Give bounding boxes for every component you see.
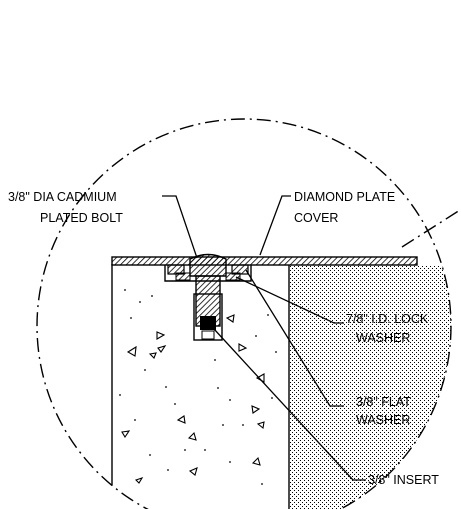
bolt-label-line1: 3/8" DIA CADMIUM [8,190,117,204]
bolt-leader [162,195,198,259]
lock-washer-leader [235,276,344,324]
lock-washer-label-line2: WASHER [356,331,410,345]
insert [193,293,223,341]
detail-circle-leader [401,209,461,248]
flat-washer-label-line2: WASHER [356,413,410,427]
lock-washer-label-line1: 7/8" I.D. LOCK [346,312,429,326]
plated-bolt [189,253,227,327]
cover-label-line1: DIAMOND PLATE [294,190,395,204]
concrete-slab [111,264,277,509]
flat-washer-leader [245,269,344,407]
cover-label-line2: COVER [294,211,338,225]
diamond-plate-cover [111,256,418,266]
bolt-label-line2: PLATED BOLT [40,211,123,225]
cover-leader [259,195,291,256]
flat-washer-label-line1: 3/8" FLAT [356,395,411,409]
insert-leader [213,328,366,481]
insert-label: 3/8" INSERT [368,473,439,487]
